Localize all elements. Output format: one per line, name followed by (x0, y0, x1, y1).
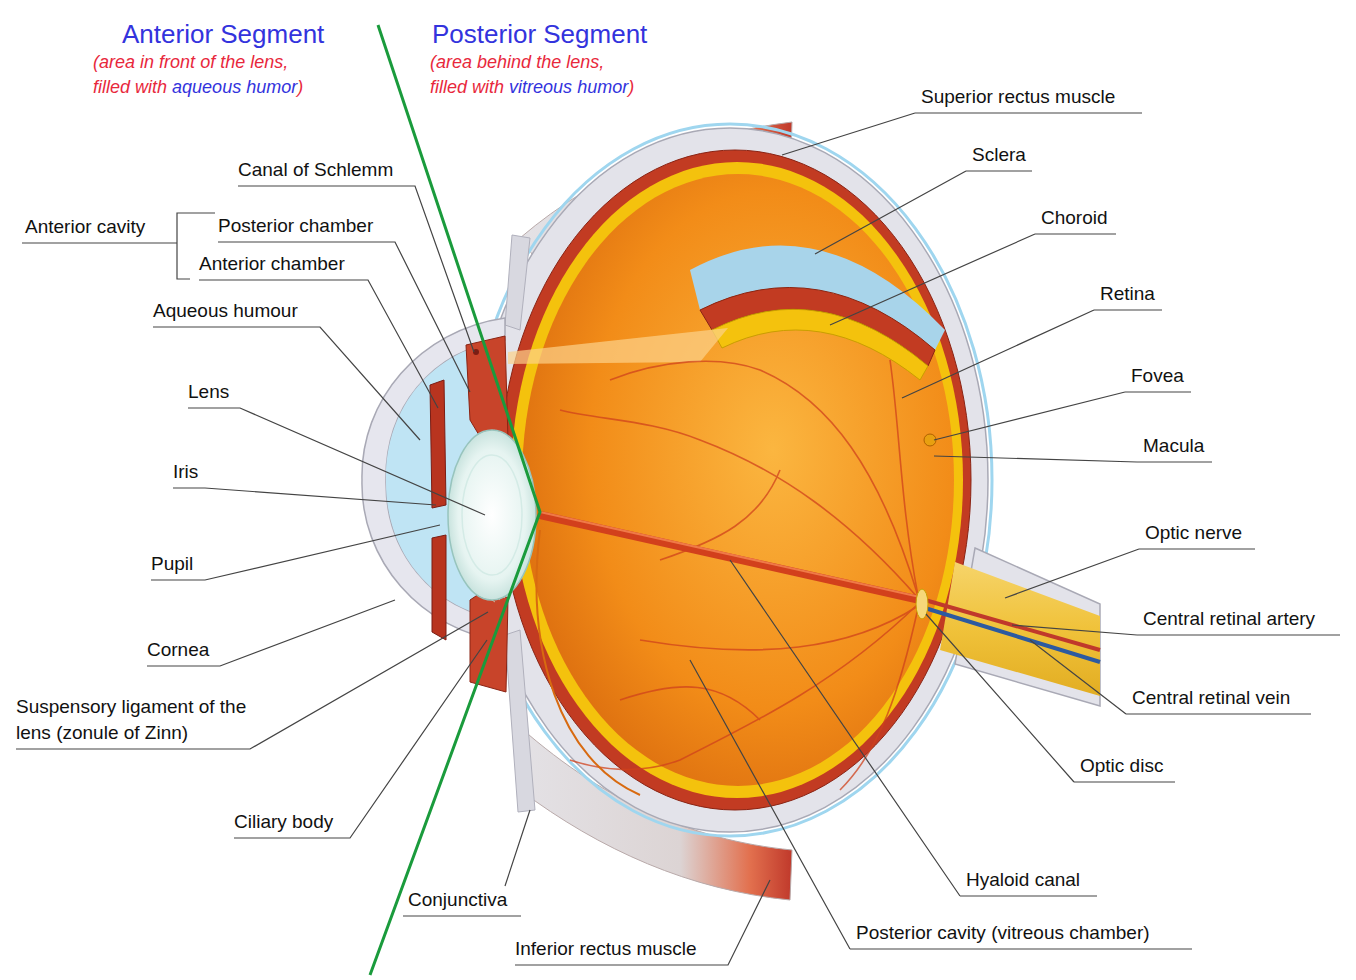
note-space (135, 52, 140, 72)
part-label: Cornea (147, 638, 209, 662)
part-label: Optic nerve (1145, 521, 1242, 545)
note-word: front (159, 52, 195, 72)
part-label: Aqueous humour (153, 299, 298, 323)
note-space (241, 77, 246, 97)
segment-heading: Posterior Segment (432, 22, 647, 46)
note-word: filled (93, 77, 130, 97)
ciliary-bottom (470, 588, 508, 692)
note-word: filled (430, 77, 467, 97)
note-word: vitreous (509, 77, 572, 97)
cavity-bracket (22, 213, 215, 279)
retinal-vein (925, 608, 1100, 662)
part-label: Ciliary body (234, 810, 333, 834)
lower-cut (537, 530, 640, 795)
part-label: Superior rectus muscle (921, 85, 1115, 109)
iris-bottom (432, 535, 446, 640)
note-word: with (135, 77, 167, 97)
part-label: Posterior chamber (218, 214, 373, 238)
note-word: the (536, 52, 561, 72)
choroid-layer (499, 150, 971, 810)
group-label: Anterior cavity (25, 215, 145, 239)
segment-heading: Anterior Segment (122, 22, 324, 46)
note-space (245, 52, 250, 72)
part-label: Retina (1100, 282, 1155, 306)
segment-divider (370, 25, 540, 975)
note-word: ) (297, 77, 303, 97)
note-space (167, 77, 172, 97)
hyaloid-highlight (540, 512, 920, 597)
note-space (472, 52, 477, 72)
conjunctiva-top (505, 235, 530, 330)
part-label: Pupil (151, 552, 193, 576)
note-space (561, 52, 566, 72)
note-word: aqueous (172, 77, 241, 97)
outer-rim (468, 124, 992, 836)
note-word: (area (93, 52, 135, 72)
part-label: Inferior rectus muscle (515, 937, 697, 961)
iris-top (430, 380, 446, 508)
note-word: of (200, 52, 215, 72)
part-label: Optic disc (1080, 754, 1163, 778)
part-label: Lens (188, 380, 229, 404)
note-space (130, 77, 135, 97)
note-space (215, 52, 220, 72)
note-word: lens, (566, 52, 604, 72)
part-label: Fovea (1131, 364, 1184, 388)
part-label: Hyaloid canal (966, 868, 1080, 892)
part-label: Suspensory ligament of the lens (zonule … (16, 694, 256, 746)
leader-lines (16, 113, 1340, 965)
note-word: behind (477, 52, 531, 72)
part-label: Iris (173, 460, 198, 484)
part-label: Canal of Schlemm (238, 158, 393, 182)
note-space (154, 52, 159, 72)
note-word: humor (246, 77, 297, 97)
note-space (531, 52, 536, 72)
note-word: with (472, 77, 504, 97)
note-word: the (220, 52, 245, 72)
sclera-layer (472, 128, 988, 832)
note-word: in (140, 52, 154, 72)
part-label: Posterior cavity (vitreous chamber) (856, 921, 1150, 945)
note-word: (area (430, 52, 472, 72)
vitreous-body (522, 174, 954, 786)
note-word: lens, (250, 52, 288, 72)
part-label: Anterior chamber (199, 252, 345, 276)
note-word: ) (628, 77, 634, 97)
note-word: humor (577, 77, 628, 97)
segment-note: (area behind the lens, filled with vitre… (430, 50, 634, 100)
lens-shape (448, 430, 536, 600)
note-space (572, 77, 577, 97)
part-label: Central retinal artery (1143, 607, 1315, 631)
hyaloid-canal (540, 515, 920, 600)
part-label: Central retinal vein (1132, 686, 1290, 710)
conjunctiva-bottom (505, 630, 535, 812)
note-space (504, 77, 509, 97)
retina-flap (712, 309, 928, 380)
part-label: Macula (1143, 434, 1204, 458)
cut-plane (508, 328, 728, 364)
lens-ring (462, 455, 522, 575)
part-label: Choroid (1041, 206, 1108, 230)
retinal-vessels (560, 360, 918, 790)
retina-layer (511, 162, 963, 798)
note-space (195, 52, 200, 72)
part-label: Sclera (972, 143, 1026, 167)
note-space (467, 77, 472, 97)
part-label: Conjunctiva (408, 888, 507, 912)
segment-note: (area in front of the lens, filled with … (93, 50, 303, 100)
